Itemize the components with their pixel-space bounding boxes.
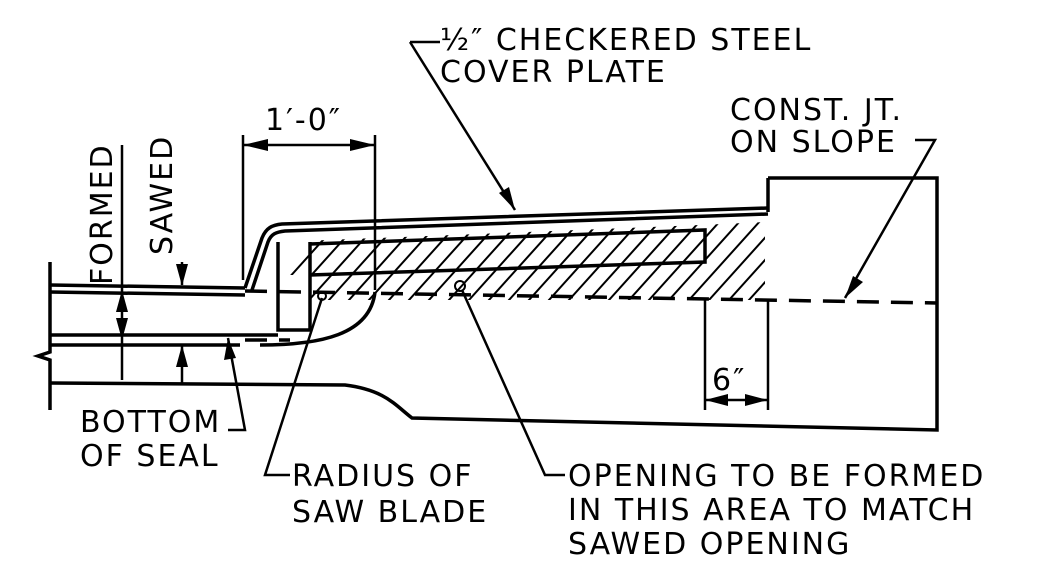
radius-of-saw-blade-label-line1: RADIUS OF [292,459,474,494]
hatch-line [800,210,890,310]
formed-sawed-arrows [116,145,188,385]
hatch-line [759,222,765,300]
hatch-line [499,222,591,300]
hatch-line [780,210,870,310]
hatch-line [299,222,391,300]
opening-label-line3: SAWED OPENING [568,527,851,562]
opening-label-line1: OPENING TO BE FORMED [568,459,985,494]
radius-of-saw-blade-label-line2: SAW BLADE [292,495,488,530]
dimension-one-foot-label: 1′-0″ [265,103,342,138]
seal-opening [276,228,707,332]
hatch-line [659,222,751,300]
dimension-one-foot [241,135,377,290]
hatch-line [719,222,765,300]
hatch-line [699,222,765,300]
formed-label: FORMED [85,143,120,285]
construction-joint-dashed-line [244,289,938,342]
const-jt-label-line2: ON SLOPE [730,125,897,160]
bottom-of-seal-label-line1: BOTTOM [80,405,221,440]
dimension-six-inch-label: 6″ [712,363,746,398]
hatch-line [739,222,765,300]
hatch-line [599,222,691,300]
hatch-line [639,222,731,300]
hatch-line [559,222,651,300]
checkered-cover-plate [243,206,769,291]
opening-label-line2: IN THIS AREA TO MATCH [568,493,975,528]
dimension-six-inch [703,300,770,410]
cover-plate-label-line2: COVER PLATE [440,55,667,90]
hatched-concrete-area [278,210,890,310]
bottom-of-seal-label-line2: OF SEAL [80,439,220,474]
const-jt-label-line1: CONST. JT. [730,93,903,128]
hatch-line [619,222,711,300]
hatch-line [579,222,671,300]
hatch-line [679,222,765,300]
concrete-section [32,176,939,432]
sawed-label: SAWED [145,135,180,255]
leader-lines [224,40,938,477]
cover-plate-label-line1: ½″ CHECKERED STEEL [440,23,812,58]
